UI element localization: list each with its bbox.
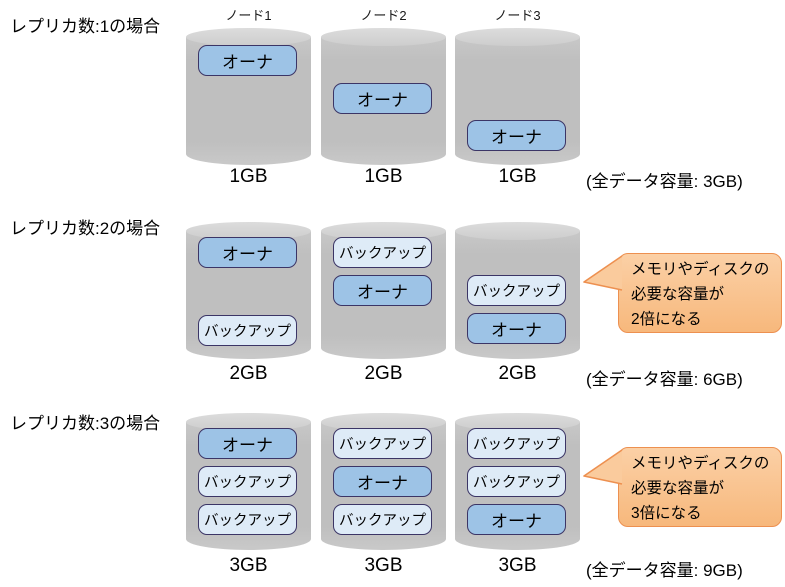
cylinder-r1-node3: オーナ [455, 28, 580, 165]
cylinder-r2-node3: バックアップ オーナ [455, 222, 580, 359]
backup-box: バックアップ [467, 428, 566, 459]
callout-tail-icon [583, 449, 623, 485]
capacity-label: 3GB [498, 555, 537, 576]
capacity-label: 1GB [229, 166, 268, 187]
cylinder-top [321, 222, 446, 240]
callout-line: 必要な容量が [631, 286, 725, 303]
owner-box: オーナ [467, 120, 566, 151]
callout-line: 必要な容量が [631, 480, 725, 497]
total-capacity-2: (全データ容量: 6GB) [586, 370, 743, 389]
capacity-label: 2GB [364, 363, 403, 384]
cylinder-r1-node2: オーナ [321, 28, 446, 165]
owner-box: オーナ [198, 237, 297, 268]
node-header-1: ノード1 [225, 8, 272, 23]
cylinder-top [186, 222, 311, 240]
callout-line: 2倍になる [631, 311, 702, 328]
cylinder-r2-node2: バックアップ オーナ [321, 222, 446, 359]
capacity-label: 2GB [229, 363, 268, 384]
backup-box: バックアップ [467, 466, 566, 497]
capacity-label: 3GB [364, 555, 403, 576]
owner-box: オーナ [198, 45, 297, 76]
cylinder-top [455, 222, 580, 240]
callout-tail-icon [583, 255, 623, 291]
capacity-label: 2GB [498, 363, 537, 384]
owner-box: オーナ [467, 504, 566, 535]
cylinder-r2-node1: オーナ バックアップ [186, 222, 311, 359]
owner-box: オーナ [198, 428, 297, 459]
cylinder-r1-node1: オーナ [186, 28, 311, 165]
owner-box: オーナ [333, 83, 432, 114]
node-header-3: ノード3 [494, 8, 541, 23]
callout-line: メモリやディスクの [631, 261, 770, 278]
callout-line: 3倍になる [631, 505, 702, 522]
cylinder-top [321, 413, 446, 431]
backup-box: バックアップ [333, 428, 432, 459]
callout-capacity-3x: メモリやディスクの 必要な容量が 3倍になる [583, 447, 782, 527]
owner-box: オーナ [333, 466, 432, 497]
backup-box: バックアップ [198, 466, 297, 497]
callout-line: メモリやディスクの [631, 455, 770, 472]
callout-capacity-2x: メモリやディスクの 必要な容量が 2倍になる [583, 253, 782, 333]
cylinder-top [186, 413, 311, 431]
cylinder-top [455, 28, 580, 46]
backup-box: バックアップ [333, 504, 432, 535]
backup-box: バックアップ [467, 275, 566, 306]
cylinder-top [186, 28, 311, 46]
cylinder-r3-node2: バックアップ オーナ バックアップ [321, 413, 446, 550]
cylinder-top [455, 413, 580, 431]
total-capacity-3: (全データ容量: 9GB) [586, 561, 743, 580]
backup-box: バックアップ [198, 504, 297, 535]
cylinder-r3-node1: オーナ バックアップ バックアップ [186, 413, 311, 550]
cylinder-r3-node3: バックアップ バックアップ オーナ [455, 413, 580, 550]
section-3-label: レプリカ数:3の場合 [10, 414, 161, 433]
node-header-2: ノード2 [360, 8, 407, 23]
backup-box: バックアップ [333, 237, 432, 268]
total-capacity-1: (全データ容量: 3GB) [586, 172, 743, 191]
section-1-label: レプリカ数:1の場合 [10, 17, 161, 36]
capacity-label: 3GB [229, 555, 268, 576]
section-2-label: レプリカ数:2の場合 [10, 219, 161, 238]
owner-box: オーナ [333, 275, 432, 306]
backup-box: バックアップ [198, 315, 297, 346]
capacity-label: 1GB [498, 166, 537, 187]
cylinder-top [321, 28, 446, 46]
owner-box: オーナ [467, 313, 566, 344]
capacity-label: 1GB [364, 166, 403, 187]
